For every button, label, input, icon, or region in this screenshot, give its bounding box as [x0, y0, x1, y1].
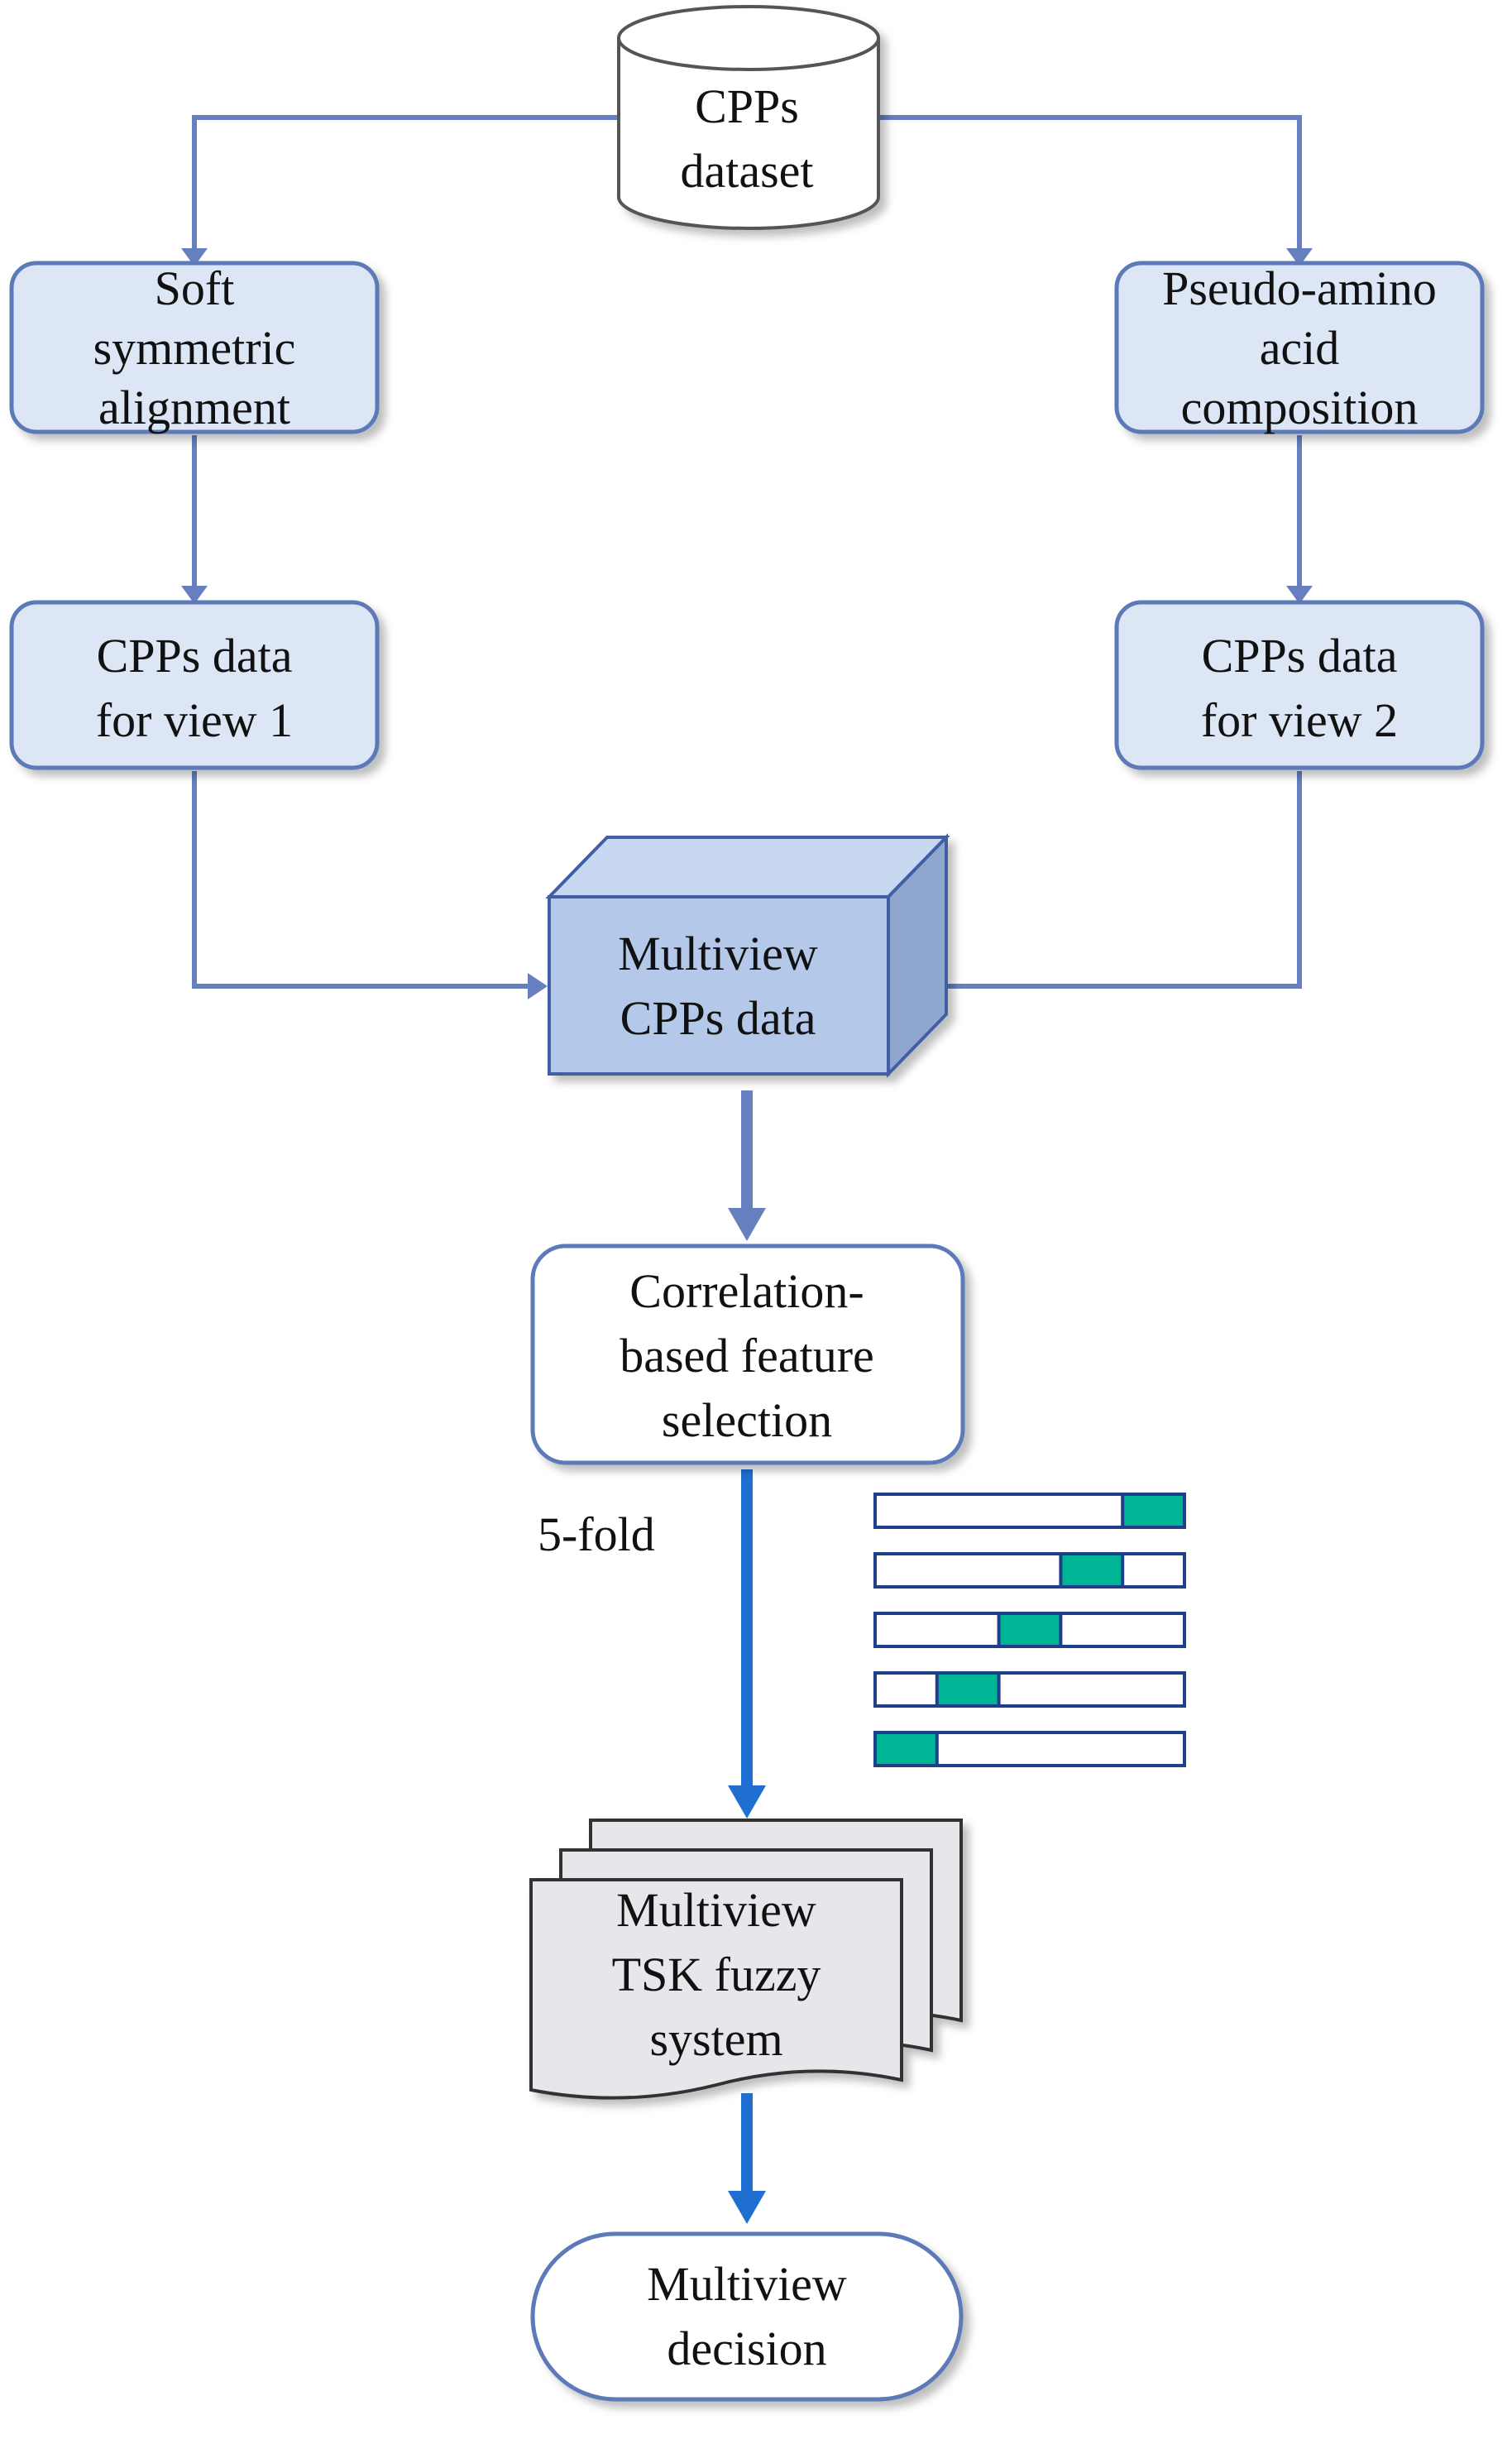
pseudo-amino-line-2: acid [1260, 321, 1340, 375]
cube-front-face [548, 895, 890, 1076]
dataset-label-line-2: dataset [680, 144, 813, 198]
node-cpps-data-view-2 [1114, 600, 1485, 770]
arrow-dataset-to-pseudo-amino [878, 115, 1302, 250]
fold-bars [873, 1493, 1186, 1767]
node-cpps-data-view-1 [9, 600, 380, 770]
pseudo-amino-line-3: composition [1181, 381, 1419, 434]
fold-test-segment-row-5 [873, 1731, 939, 1767]
multiview-data-line-2: CPPs data [620, 991, 816, 1045]
arrowhead [728, 1208, 766, 1241]
feature-selection-line-2: based feature [620, 1329, 874, 1383]
cylinder-top [617, 5, 880, 71]
tsk-line-2: TSK fuzzy [612, 1948, 821, 2001]
arrowhead [528, 973, 548, 999]
node-correlation-feature-selection [530, 1244, 965, 1465]
view1-line-2: for view 1 [96, 693, 293, 747]
decision-line-1: Multiview [647, 2257, 847, 2311]
arrow-view1-to-multiview-data [192, 771, 529, 989]
fold-test-segment-row-2 [1059, 1552, 1125, 1589]
soft-alignment-line-1: Soft [155, 261, 235, 315]
pseudo-amino-line-1: Pseudo-amino [1162, 261, 1437, 315]
node-multiview-tsk-fuzzy-system [529, 1819, 963, 2100]
view2-line-2: for view 2 [1201, 693, 1398, 747]
fold-test-segment-row-3 [997, 1612, 1063, 1648]
arrow-view2-to-multiview-data [910, 771, 1302, 989]
tsk-line-1: Multiview [616, 1883, 816, 1937]
soft-alignment-line-2: symmetric [93, 321, 296, 375]
arrow-dataset-to-soft-alignment [192, 115, 622, 250]
fold-test-segment-row-1 [1121, 1493, 1186, 1529]
decision-line-2: decision [667, 2322, 826, 2375]
node-soft-symmetric-alignment [9, 261, 380, 434]
feature-selection-line-1: Correlation- [629, 1264, 864, 1318]
multiview-data-line-1: Multiview [618, 927, 818, 980]
cube-top-face [545, 836, 950, 899]
feature-selection-line-3: selection [662, 1393, 832, 1447]
dataset-label-line-1: CPPs [695, 79, 799, 133]
arrowhead [181, 586, 208, 604]
fold-test-segment-row-4 [935, 1671, 1001, 1708]
node-multiview-decision [530, 2231, 964, 2402]
doc-front [529, 1878, 903, 2100]
fold-bar-row-2 [873, 1552, 1186, 1589]
node-pseudo-amino-acid-composition [1114, 261, 1485, 434]
arrowhead [1286, 586, 1313, 604]
view1-line-1: CPPs data [97, 629, 293, 683]
node-multiview-cpps-data [545, 833, 950, 1078]
arrowhead [1286, 248, 1313, 266]
node-cpps-dataset [617, 5, 880, 230]
view2-line-1: CPPs data [1202, 629, 1398, 683]
fold-bar-row-4 [873, 1671, 1186, 1708]
cylinder-shape [617, 38, 880, 230]
five-fold-label: 5-fold [538, 1507, 655, 1561]
arrowhead [728, 1785, 766, 1819]
soft-alignment-line-3: alignment [98, 381, 290, 434]
tsk-line-3: system [649, 2012, 782, 2066]
arrowhead [728, 2191, 766, 2224]
arrowhead [181, 248, 208, 266]
